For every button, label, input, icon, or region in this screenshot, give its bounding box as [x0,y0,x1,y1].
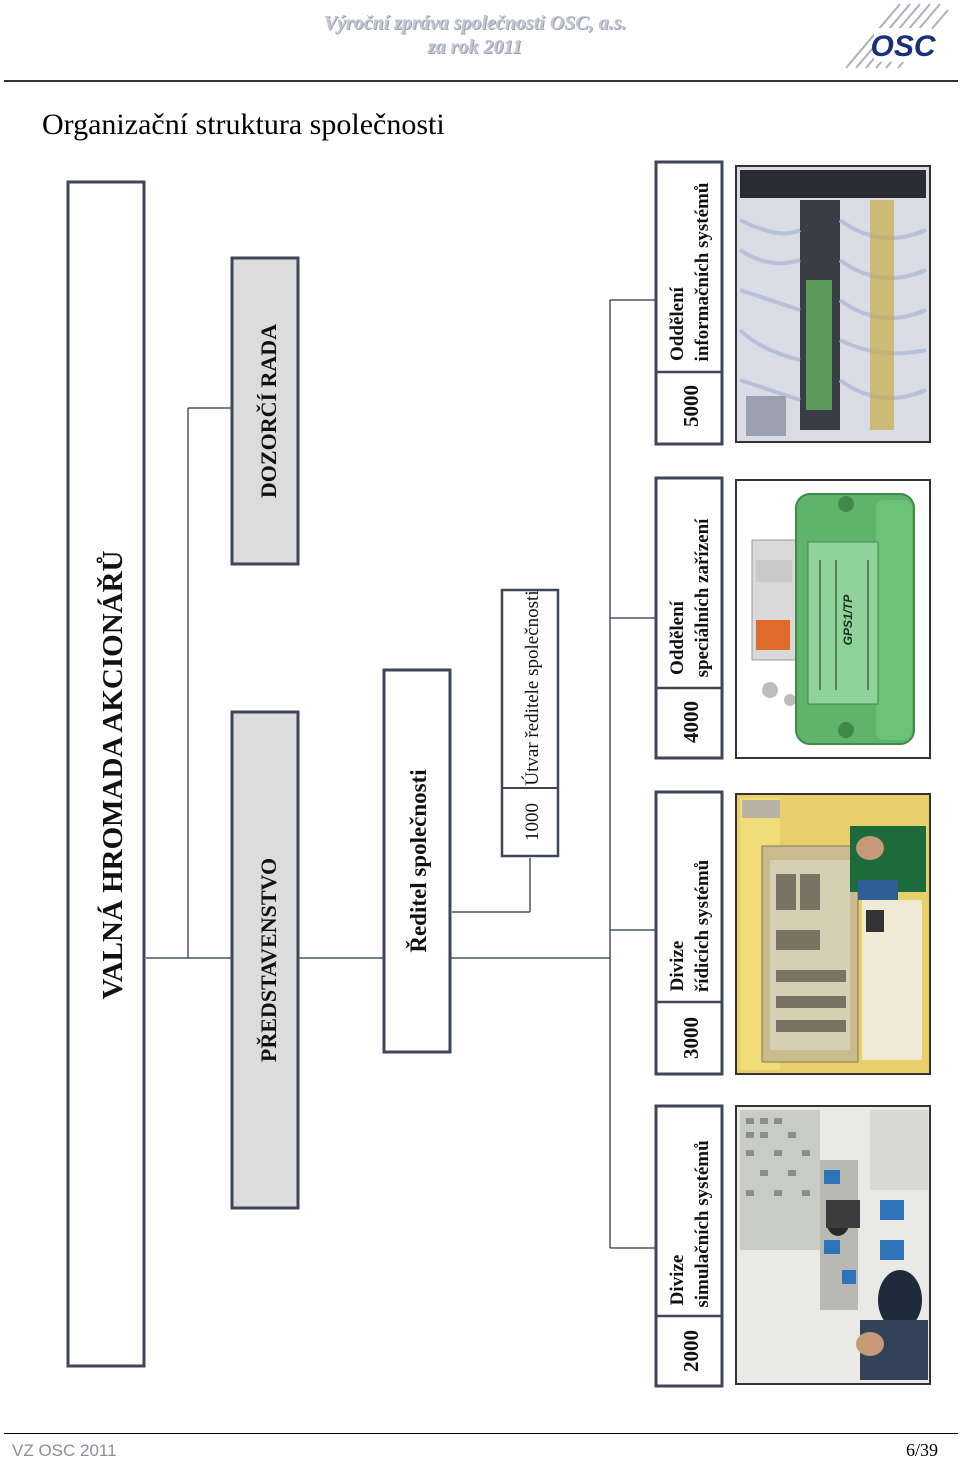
division-3000-box [654,790,724,1076]
division-5000-box [654,160,724,446]
division-4000-box [654,476,724,760]
supervisory-board-label: DOZORČÍ RADA [256,324,281,498]
wired-rack-photo [735,165,931,443]
division-5000-type: Oddělení [667,286,688,361]
division-4000-name: speciálních zařízení [692,518,713,678]
page-number: 6/39 [905,1440,938,1460]
ceo-unit-box [500,588,560,858]
header-rule [4,80,958,82]
division-2000-type: Divize [667,1255,688,1306]
supervisory-board-box [230,256,300,566]
division-4000-code: 4000 [679,701,703,743]
cabinet-technician-photo [735,793,931,1075]
division-2000-name: simulačních systémů [692,1140,713,1308]
division-5000-name: informačních systémů [692,182,713,361]
division-3000-name: řídicích systémů [692,859,713,992]
report-year: za rok 2011 [427,36,523,58]
page-title: Organizační struktura společnosti [42,108,445,141]
green-module-photo: GPS1/TP [735,479,931,759]
ceo-unit-code: 1000 [522,803,543,841]
board-box [230,710,300,1210]
ceo-unit-name: Útvar ředitele společnosti [521,590,543,785]
module-label: GPS1/TP [841,594,855,646]
shareholders-box [66,180,146,1368]
division-2000-code: 2000 [679,1330,703,1372]
osc-logo: OSC [845,3,949,69]
shareholders-label: VALNÁ HROMADA AKCIONÁŘŮ [95,550,129,999]
board-label: PŘEDSTAVENSTVO [256,858,281,1062]
division-2000-box [654,1104,724,1388]
division-4000-type: Oddělení [667,600,688,675]
division-3000-code: 3000 [679,1017,703,1059]
ceo-box [382,668,452,1054]
control-room-photo [735,1105,931,1385]
division-3000-type: Divize [667,941,688,992]
division-5000-code: 5000 [679,385,703,427]
logo-text: OSC [870,30,936,63]
report-title: Výroční zpráva společnosti OSC, a.s. [323,12,627,34]
footer-rule [4,1433,958,1434]
connector-lines [146,299,656,1249]
footer-document-name: VZ OSC 2011 [12,1441,117,1460]
ceo-label: Ředitel společnosti [405,769,431,953]
